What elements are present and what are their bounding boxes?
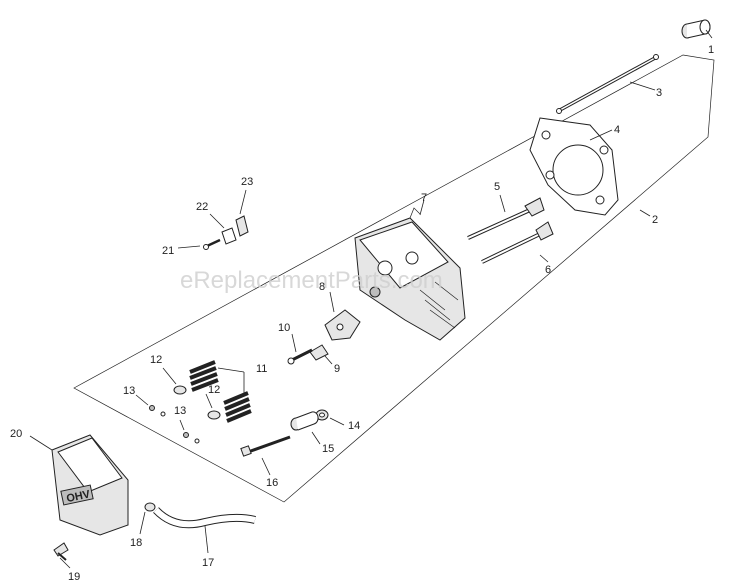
callout-4: 4	[614, 124, 620, 136]
part-22-reed[interactable]	[221, 227, 237, 245]
part-7-cylinder-head[interactable]	[354, 207, 466, 341]
cover-ohv-label: OHV	[65, 488, 91, 505]
callout-12b: 12	[208, 384, 220, 396]
part-13-keepers[interactable]	[149, 405, 200, 444]
part-10-stud[interactable]	[287, 348, 313, 365]
callout-1: 1	[708, 44, 714, 56]
callout-21: 21	[162, 245, 174, 257]
callout-23: 23	[241, 176, 253, 188]
callout-5: 5	[494, 181, 500, 193]
part-14-nut[interactable]	[315, 409, 329, 421]
callout-13b: 13	[174, 405, 186, 417]
callout-15: 15	[322, 443, 334, 455]
part-11-valve-springs[interactable]	[189, 360, 252, 423]
callout-7: 7	[421, 192, 427, 204]
part-16-head-bolt[interactable]	[240, 435, 291, 457]
callout-22: 22	[196, 201, 208, 213]
callout-10: 10	[278, 322, 290, 334]
callout-12a: 12	[150, 354, 162, 366]
part-8-rocker-arm[interactable]	[324, 309, 361, 341]
part-17-breather-hose[interactable]	[153, 507, 256, 529]
leader-lines	[29, 29, 713, 569]
part-18-fitting[interactable]	[144, 502, 156, 512]
part-12-retainers[interactable]	[173, 385, 221, 420]
callout-18: 18	[130, 537, 142, 549]
part-9-pivot[interactable]	[309, 344, 329, 361]
callout-6: 6	[545, 264, 551, 276]
part-21-screw[interactable]	[203, 238, 221, 250]
part-5-valve[interactable]	[467, 197, 545, 240]
callout-11: 11	[256, 363, 267, 375]
callout-14: 14	[348, 420, 360, 432]
part-3-push-rod[interactable]	[556, 54, 659, 114]
callout-19: 19	[68, 571, 80, 583]
callout-labels: 1 2 3 4 5 6 7 8 9 10 11 12 12 13 13 14 1…	[10, 44, 714, 583]
part-19-screw[interactable]	[53, 542, 69, 561]
watermark-text: eReplacementParts.com	[180, 267, 443, 294]
callout-16: 16	[266, 477, 278, 489]
part-23-retainer[interactable]	[235, 215, 249, 237]
part-4-head-gasket[interactable]	[529, 117, 619, 216]
callout-17: 17	[202, 557, 214, 569]
assembly-boundary	[73, 54, 715, 503]
callout-3: 3	[656, 87, 662, 99]
part-20-valve-cover[interactable]: OHV	[51, 434, 129, 536]
callout-20: 20	[10, 428, 22, 440]
callout-8: 8	[319, 281, 325, 293]
part-6-valve[interactable]	[481, 221, 554, 264]
callout-13a: 13	[123, 385, 135, 397]
callout-9: 9	[334, 363, 340, 375]
part-15-spacer[interactable]	[290, 411, 319, 431]
callout-2: 2	[652, 214, 658, 226]
part-1-sleeve[interactable]	[681, 19, 711, 39]
